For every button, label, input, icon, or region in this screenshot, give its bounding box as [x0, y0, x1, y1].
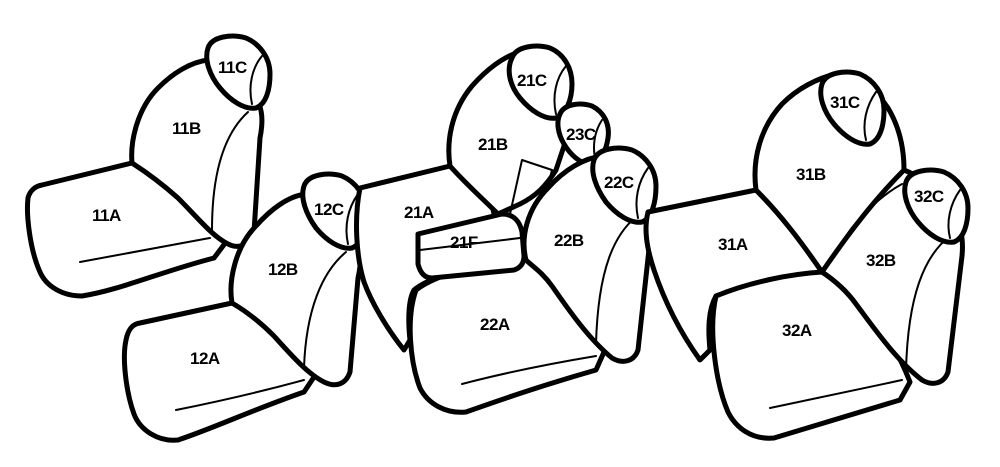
seat-32-backrest-side-panel — [905, 235, 951, 371]
label-32c: 32C — [914, 187, 944, 206]
seat-21-armrest — [415, 211, 527, 281]
seat-11 — [25, 33, 273, 299]
label-21f: 21F — [450, 233, 478, 252]
label-31b: 31B — [796, 165, 826, 184]
label-12c: 12C — [314, 200, 344, 219]
label-22b: 22B — [554, 231, 584, 250]
seat-11-cushion-front-panel — [79, 237, 211, 263]
label-11c: 11C — [218, 58, 247, 77]
seat-row-3 — [643, 69, 971, 441]
seat-12 — [121, 171, 369, 443]
seat-22-headrest-side-panel — [635, 167, 649, 219]
seat-21-armrest-top-edge — [419, 237, 521, 251]
seat-row-2 — [354, 43, 659, 415]
seat-31-headrest-side-panel — [863, 91, 877, 141]
seat-12-backrest-side-panel — [303, 251, 347, 369]
seat-12-cushion-front-panel — [175, 379, 305, 411]
seat-11-headrest — [204, 33, 273, 111]
label-23c: 23C — [566, 125, 596, 144]
seat-32-headrest — [902, 167, 971, 245]
seat-11-headrest-side-panel — [249, 55, 263, 105]
label-22c: 22C — [604, 173, 634, 192]
label-32b: 32B — [866, 251, 896, 270]
seat-11-backrest — [129, 57, 265, 249]
seat-21-headrest-side-panel — [553, 65, 567, 115]
label-22a: 22A — [480, 315, 510, 334]
seat-31-backrest-divider — [821, 183, 903, 273]
label-11a: 11A — [92, 206, 121, 225]
seat-22-cushion-front-panel — [461, 355, 597, 385]
part-labels: 11C 11B 11A 12C 12B 12A 21C 21B 21A 21F … — [92, 58, 944, 368]
label-12a: 12A — [190, 349, 220, 368]
seat-31-headrest — [818, 69, 887, 147]
label-21b: 21B — [478, 135, 508, 154]
label-31c: 31C — [830, 93, 860, 112]
label-11b: 11B — [172, 119, 201, 138]
label-12b: 12B — [268, 260, 298, 279]
seat-11-backrest-side-panel — [211, 111, 249, 231]
label-21c: 21C — [517, 71, 547, 90]
label-21a: 21A — [404, 203, 434, 222]
seat-32-headrest-side-panel — [947, 189, 961, 239]
seat-12-headrest-side-panel — [345, 193, 359, 245]
seat-32-cushion-front-panel — [769, 379, 903, 409]
label-31a: 31A — [718, 235, 748, 254]
label-32a: 32A — [782, 321, 812, 340]
